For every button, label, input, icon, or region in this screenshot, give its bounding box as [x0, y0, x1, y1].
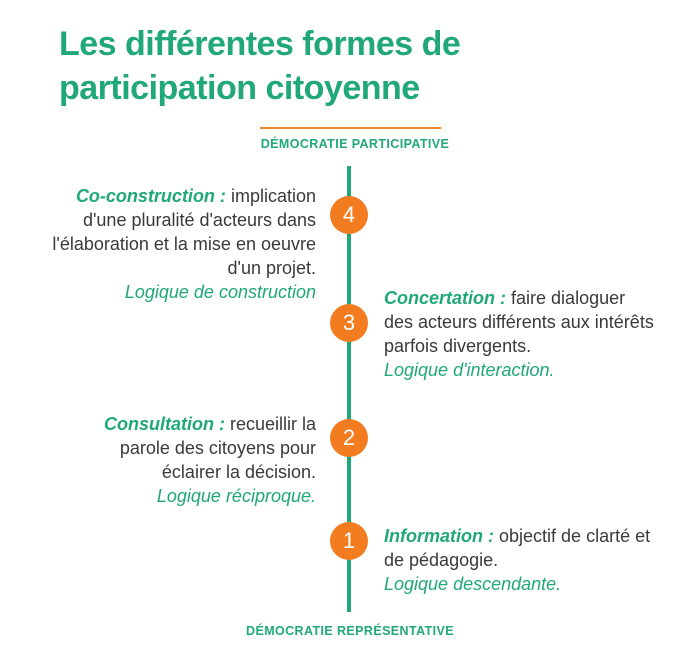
axis-bottom-label: DÉMOCRATIE REPRÉSENTATIVE: [246, 624, 454, 638]
title-line-1: Les différentes formes de: [59, 25, 461, 63]
timeline-axis: [347, 166, 351, 612]
level-1-description: objectif de clarté et de pédagogie.: [384, 526, 651, 570]
level-2-text: Consultation : recueillir la parole des …: [60, 412, 316, 508]
level-4-node: 4: [330, 196, 368, 234]
level-1-node: 1: [330, 522, 368, 560]
level-2-node: 2: [330, 419, 368, 457]
top-divider: [260, 127, 441, 129]
level-1-logic: Logique descendante.: [384, 574, 562, 594]
level-2-term: Consultation :: [103, 414, 225, 434]
level-2-logic: Logique réciproque.: [156, 486, 316, 506]
level-3-logic: Logique d'interaction.: [384, 360, 555, 380]
level-3-description: faire dialoguer des acteurs différents a…: [384, 288, 654, 356]
level-3-term: Concertation :: [384, 288, 507, 308]
page-title: Les différentes formes de participation …: [59, 22, 479, 110]
level-3-node: 3: [330, 304, 368, 342]
level-4-text: Co-construction : implication d'une plur…: [30, 184, 316, 304]
title-line-2: participation citoyenne: [59, 69, 420, 107]
axis-top-label: DÉMOCRATIE PARTICIPATIVE: [260, 137, 450, 151]
level-4-description: implication d'une pluralité d'acteurs da…: [52, 186, 316, 278]
level-1-text: Information : objectif de clarté et de p…: [384, 524, 664, 596]
level-3-text: Concertation : faire dialoguer des acteu…: [384, 286, 654, 382]
level-2-description: recueillir la parole des citoyens pour é…: [119, 414, 316, 482]
level-4-term: Co-construction :: [75, 186, 226, 206]
level-1-term: Information :: [384, 526, 494, 546]
level-4-logic: Logique de construction: [124, 282, 316, 302]
